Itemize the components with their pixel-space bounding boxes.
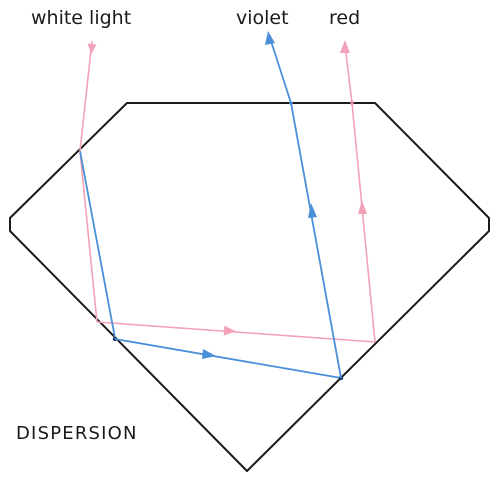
- white-light-label: white light: [31, 7, 132, 29]
- red-ray-arrow-mid: [223, 325, 236, 336]
- white-light-incident-ray: [79, 40, 93, 152]
- diagram-title: DISPERSION: [16, 423, 138, 444]
- violet-ray-arrow-up: [308, 203, 317, 218]
- violet-ray-arrow-mid: [202, 349, 216, 359]
- red-ray-arrow-up: [358, 200, 367, 214]
- gem-outline: [9, 102, 490, 472]
- violet-ray-segment-1: [79, 150, 116, 339]
- violet-ray-segment-3: [290, 102, 342, 379]
- red-ray-segment-3: [351, 102, 376, 343]
- violet-ray-segment-2: [114, 338, 342, 379]
- red-ray-segment-1: [79, 150, 98, 323]
- violet-ray-exit-arrowhead: [265, 31, 275, 45]
- violet-label: violet: [236, 7, 289, 29]
- white-light-arrowhead: [87, 43, 97, 54]
- violet-ray-exit: [269, 37, 292, 104]
- red-exit-point: [350, 101, 354, 105]
- red-ray-segment-2: [96, 321, 376, 343]
- red-label: red: [329, 7, 361, 29]
- violet-exit-point: [289, 101, 293, 105]
- red-ray-exit-arrowhead: [340, 40, 350, 53]
- red-ray-exit: [344, 44, 353, 104]
